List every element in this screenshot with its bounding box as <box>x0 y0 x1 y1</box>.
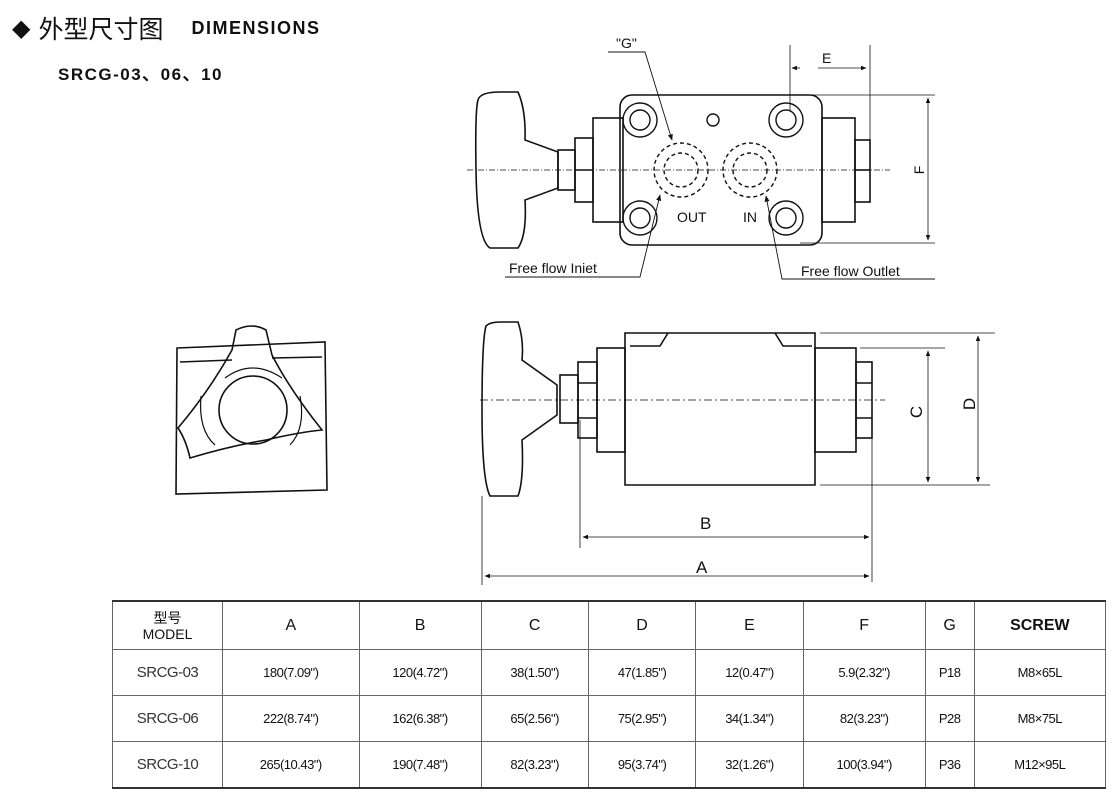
cell-screw: M8×65L <box>973 649 1107 696</box>
cell-d: 95(3.74") <box>587 741 697 789</box>
cell-c: 82(3.23") <box>480 741 589 789</box>
cell-d: 47(1.85") <box>587 649 697 696</box>
top-view <box>467 45 935 280</box>
cell-c: 38(1.50") <box>480 649 589 696</box>
cell-a: 265(10.43") <box>222 741 360 789</box>
header-g: G <box>924 600 975 650</box>
header-b: B <box>358 600 482 650</box>
label-free-flow-inlet: Free flow Iniet <box>509 260 597 276</box>
cell-g: P28 <box>924 695 975 742</box>
cell-f: 82(3.23") <box>802 695 926 742</box>
side-view <box>480 321 995 585</box>
header-e: E <box>695 600 804 650</box>
label-free-flow-outlet: Free flow Outlet <box>801 263 900 279</box>
cell-model: SRCG-03 <box>112 649 223 696</box>
header-a: A <box>222 600 360 650</box>
header-model-cn: 型号 <box>153 609 182 626</box>
cell-g: P36 <box>924 741 975 789</box>
header-screw: SCREW <box>973 600 1107 650</box>
cell-b: 120(4.72") <box>358 649 482 696</box>
cell-e: 32(1.26") <box>695 741 804 789</box>
label-g: "G" <box>616 35 637 51</box>
cell-a: 180(7.09") <box>222 649 360 696</box>
cell-d: 75(2.95") <box>587 695 697 742</box>
label-e: E <box>822 50 831 66</box>
cell-f: 100(3.94") <box>802 741 926 789</box>
header-model-en: MODEL <box>142 625 193 642</box>
cell-b: 162(6.38") <box>358 695 482 742</box>
title-en: DIMENSIONS <box>191 17 321 38</box>
section-title: ◆ 外型尺寸图 DIMENSIONS <box>12 10 321 46</box>
bolt-holes <box>622 102 804 236</box>
header-c: C <box>480 600 589 650</box>
title-cn: 外型尺寸图 <box>38 16 164 44</box>
label-in: IN <box>743 209 757 225</box>
cell-model: SRCG-10 <box>112 741 223 789</box>
label-d: D <box>960 398 979 410</box>
cell-f: 5.9(2.32") <box>802 649 926 696</box>
cell-g: P18 <box>924 649 975 696</box>
cell-e: 12(0.47") <box>695 649 804 696</box>
diamond-bullet-icon: ◆ <box>12 14 31 42</box>
model-subtitle: SRCG-03、06、10 <box>58 65 224 84</box>
end-view <box>175 325 328 495</box>
header-f: F <box>802 600 926 650</box>
cell-b: 190(7.48") <box>358 741 482 789</box>
label-b: B <box>700 514 711 533</box>
label-out: OUT <box>677 209 707 225</box>
header-d: D <box>587 600 697 650</box>
cell-model: SRCG-06 <box>112 695 223 742</box>
cell-c: 65(2.56") <box>480 695 589 742</box>
cell-e: 34(1.34") <box>695 695 804 742</box>
cell-a: 222(8.74") <box>222 695 360 742</box>
cell-screw: M12×95L <box>973 741 1107 789</box>
label-f: F <box>911 166 927 175</box>
label-c: C <box>907 406 926 418</box>
label-a: A <box>696 558 708 577</box>
cell-screw: M8×75L <box>973 695 1107 742</box>
